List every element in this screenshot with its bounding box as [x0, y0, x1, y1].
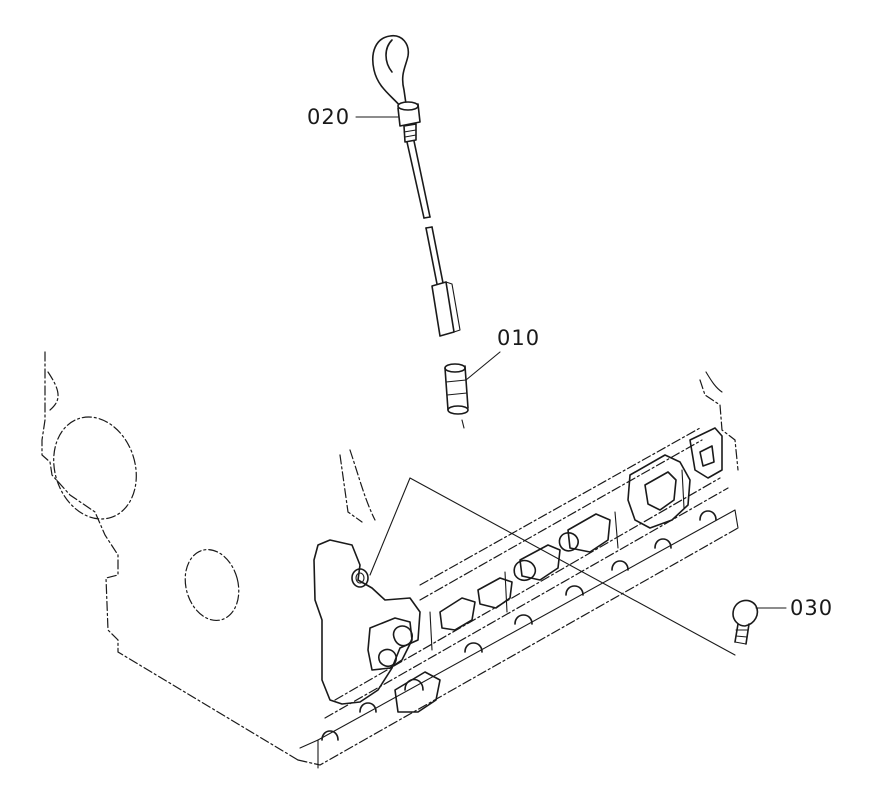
leader-lines — [355, 116, 787, 656]
callout-030: 030 — [790, 596, 834, 620]
dipstick — [372, 34, 461, 337]
plug-bolt — [732, 599, 759, 645]
callout-010: 010 — [497, 326, 541, 350]
callout-020: 020 — [307, 105, 351, 129]
engine-block — [41, 351, 739, 769]
dipstick-guide — [444, 363, 469, 429]
